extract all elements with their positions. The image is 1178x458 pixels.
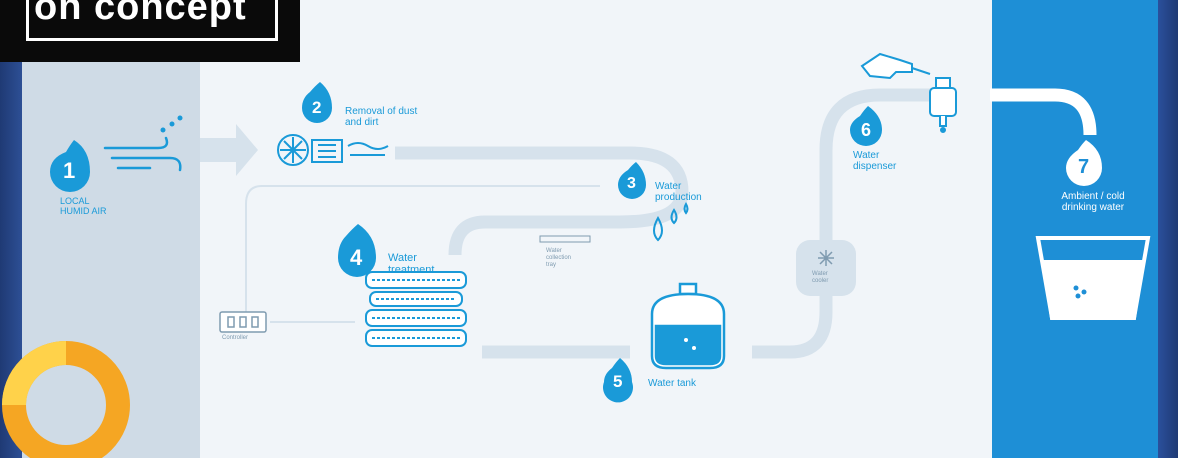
air-inflow-arrow — [200, 124, 258, 176]
step-5-label: Water tank — [648, 378, 696, 389]
controller-line — [245, 185, 600, 318]
water-cooler-icon — [796, 240, 856, 296]
treatment-filters-icon — [365, 271, 467, 347]
step-badges — [50, 82, 1102, 403]
step-6-label: Water dispenser — [853, 150, 897, 172]
step-4-number: 4 — [350, 245, 363, 270]
droplet-dots — [160, 115, 183, 133]
step-7-number: 7 — [1078, 156, 1090, 178]
water-tank-icon — [650, 282, 726, 370]
controller-icon — [219, 311, 267, 333]
step-1-number: 1 — [63, 158, 76, 183]
collection-tray-label: Water collection tray — [546, 248, 572, 268]
title-frame — [26, 0, 278, 41]
title-box: on concept — [0, 0, 300, 62]
fan-filter-icon — [277, 134, 389, 166]
water-cooler-label: Water cooler — [812, 271, 829, 284]
step-2-label: Removal of dust and dirt — [345, 106, 418, 128]
page-title: on concept — [34, 0, 247, 28]
dispenser-icon — [929, 77, 957, 133]
collection-tray-icon — [539, 235, 591, 243]
pipe-to-glass — [990, 88, 1097, 136]
controller-label: Controller — [222, 335, 249, 341]
water-droplets-icon — [653, 202, 689, 242]
wind-icon — [103, 136, 182, 172]
drinking-glass-icon — [1035, 236, 1151, 320]
step-3-number: 3 — [627, 175, 636, 192]
pipe-tank-to-dispenser — [752, 88, 935, 359]
pipe-filter-to-production — [395, 146, 689, 193]
hand-pointer-icon — [860, 52, 931, 80]
step-7-label: Ambient / cold drinking water — [1061, 191, 1125, 213]
step-1-label: LOCAL HUMID AIR — [60, 196, 107, 216]
pipe-production-to-treatment — [448, 191, 689, 256]
middle-panel — [200, 0, 992, 458]
step-4-label: Water treatment — [388, 252, 435, 276]
step-6-number: 6 — [861, 120, 872, 140]
step-2-number: 2 — [312, 98, 322, 117]
step-5-number: 5 — [613, 372, 623, 391]
right-panel — [992, 0, 1158, 458]
logo-icon — [2, 341, 130, 458]
step-3-label: Water production — [655, 181, 702, 203]
